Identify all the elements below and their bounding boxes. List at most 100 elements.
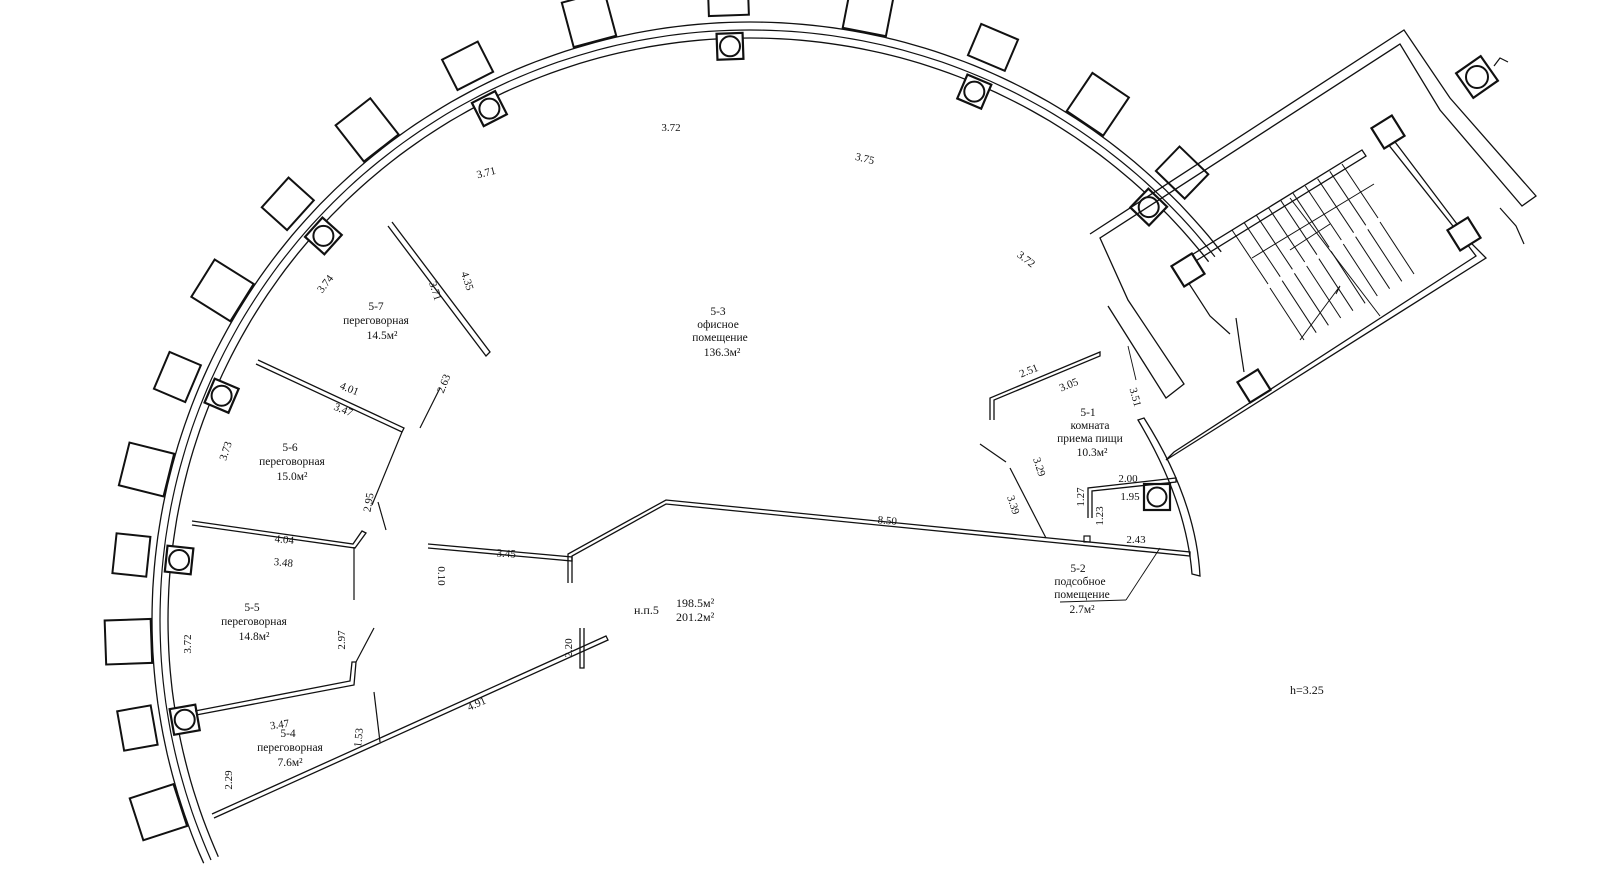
stair-tread-lower-5 bbox=[1318, 258, 1354, 311]
stair-tread-upper-6 bbox=[1292, 193, 1330, 248]
dim-5-2-c: 1.27 bbox=[1075, 487, 1087, 507]
room-5-7-label: 5-7 переговорная 14.5м² bbox=[343, 301, 409, 342]
columns bbox=[163, 31, 1172, 737]
dim-hall-a: 3.45 bbox=[496, 547, 517, 560]
stair-tread-upper-4 bbox=[1268, 207, 1306, 263]
partition-5-4-east bbox=[373, 691, 381, 743]
dim-5-4-a: 3.47 bbox=[269, 718, 290, 733]
dim-5-4-b: 1.53 bbox=[352, 727, 366, 748]
facade-window-9 bbox=[334, 96, 401, 163]
stair-core-door-swing-3 bbox=[1499, 207, 1525, 245]
room-5-4-label: 5-4 переговорная 7.6м² bbox=[257, 728, 323, 769]
ceiling-height: h=3.25 bbox=[1290, 683, 1324, 697]
stair-core-door-swing bbox=[1187, 281, 1231, 335]
stair-core-column-4 bbox=[1235, 367, 1273, 405]
room-5-5-label: 5-5 переговорная 14.8м² bbox=[221, 602, 287, 643]
dim-outer-top: 3.72 bbox=[661, 122, 680, 134]
room-5-6-label: 5-6 переговорная 15.0м² bbox=[259, 442, 325, 483]
facade-window-2 bbox=[116, 704, 159, 752]
room-5-6-name: переговорная bbox=[259, 456, 325, 468]
dim-5-7-a: 3.71 bbox=[426, 280, 443, 302]
column-7 bbox=[955, 73, 993, 111]
room-5-1-name-1: комната bbox=[1070, 420, 1109, 432]
partition-5-5-north bbox=[191, 520, 367, 549]
column-1 bbox=[168, 703, 202, 737]
hall-small-stub bbox=[579, 628, 585, 669]
stair-break-line bbox=[1289, 223, 1331, 251]
dim-5-6-b: 2.95 bbox=[361, 491, 376, 513]
stair-tread-lower-4 bbox=[1306, 265, 1342, 319]
room-5-2-name-1: подсобное bbox=[1054, 576, 1105, 588]
room-5-1-area: 10.3м² bbox=[1077, 447, 1108, 459]
stair-core-landing-wall bbox=[1189, 149, 1367, 263]
stair-tread-lower-2 bbox=[1281, 280, 1317, 333]
stair-tread-lower-9 bbox=[1367, 229, 1403, 282]
stair-tread-upper-5 bbox=[1280, 200, 1318, 255]
dim-5-2-d: 1.23 bbox=[1094, 506, 1106, 526]
dim-5-1-a: 2.51 bbox=[1018, 362, 1040, 380]
leader-5-1 bbox=[1127, 345, 1137, 381]
dim-outer-3: 3.72 bbox=[1015, 249, 1038, 270]
stair-core-column-2 bbox=[1169, 251, 1207, 289]
partition-5-6-east-stub bbox=[377, 501, 387, 531]
room-5-1-id: 5-1 bbox=[1080, 407, 1096, 419]
room-5-1-label: 5-1 комната приема пищи 10.3м² bbox=[1057, 407, 1123, 459]
hall-south-wall bbox=[211, 635, 609, 819]
facade-window-3 bbox=[103, 617, 154, 666]
room-5-6-id: 5-6 bbox=[282, 442, 298, 454]
dim-5-1-e: 3.39 bbox=[1004, 494, 1022, 516]
stair-tread-lower-3 bbox=[1293, 273, 1329, 326]
dim-long-wall: 8.50 bbox=[877, 514, 898, 528]
room-5-5-area: 14.8м² bbox=[239, 631, 270, 643]
facade-window-5 bbox=[117, 441, 176, 498]
facade-window-11 bbox=[560, 0, 618, 49]
facade-window-15 bbox=[1065, 71, 1131, 138]
room-5-6-area: 15.0м² bbox=[277, 471, 308, 483]
partition-5-7-east bbox=[387, 221, 491, 357]
dim-5-2-e: 2.43 bbox=[1126, 534, 1146, 546]
interior-partitions bbox=[191, 221, 1201, 819]
column-5 bbox=[470, 89, 509, 128]
stair-core-column-3 bbox=[1445, 215, 1483, 253]
stair-tread-upper-3 bbox=[1255, 215, 1293, 270]
east-curved-wall bbox=[1137, 417, 1201, 577]
facade-window-8 bbox=[260, 176, 316, 232]
room-5-2-id: 5-2 bbox=[1070, 563, 1086, 575]
room-5-7-id: 5-7 bbox=[368, 301, 384, 313]
facade-window-1 bbox=[128, 782, 189, 842]
dim-5-5-a: 3.48 bbox=[273, 556, 294, 570]
room-5-4-area: 7.6м² bbox=[277, 757, 303, 769]
staircase bbox=[1231, 163, 1415, 341]
room-5-5-name: переговорная bbox=[221, 616, 287, 628]
room-5-1-name-2: приема пищи bbox=[1057, 433, 1123, 445]
dim-outer-7: 2.29 bbox=[223, 770, 235, 790]
dim-5-7-c: 2.63 bbox=[435, 372, 454, 395]
stair-tread-lower-10 bbox=[1379, 221, 1415, 275]
stair-tread-upper-9 bbox=[1329, 171, 1367, 226]
partition-5-1-west bbox=[1009, 467, 1047, 539]
dim-5-5-b: 2.97 bbox=[336, 630, 348, 650]
column-4 bbox=[303, 215, 344, 256]
room-5-2-area: 2.7м² bbox=[1069, 604, 1095, 616]
facade-window-10 bbox=[440, 40, 495, 92]
partition-5-2-post bbox=[1083, 535, 1091, 543]
column-6 bbox=[715, 31, 745, 61]
facade-window-7 bbox=[189, 258, 256, 323]
stair-core-column-1 bbox=[1369, 113, 1407, 151]
facade-window-12 bbox=[706, 0, 750, 18]
column-5-2 bbox=[1142, 482, 1172, 512]
ne-corner-detail bbox=[1493, 57, 1509, 67]
dim-5-2-a: 2.00 bbox=[1118, 473, 1138, 485]
leader-lines bbox=[1059, 345, 1161, 603]
room-5-4-id: 5-4 bbox=[280, 728, 296, 740]
leader-5-2-tail bbox=[1059, 599, 1127, 603]
dim-hall-b: 0.10 bbox=[435, 566, 447, 586]
dim-5-2-b: 1.95 bbox=[1120, 491, 1140, 503]
room-5-2-label: 5-2 подсобное помещение 2.7м² bbox=[1054, 563, 1109, 616]
room-5-3-area: 136.3м² bbox=[704, 347, 741, 359]
stair-core-door-swing-2 bbox=[1235, 317, 1245, 373]
dim-outer-1: 3.71 bbox=[475, 165, 497, 181]
facade-window-4 bbox=[111, 532, 152, 578]
stair-core-outer-wall bbox=[1089, 29, 1537, 399]
